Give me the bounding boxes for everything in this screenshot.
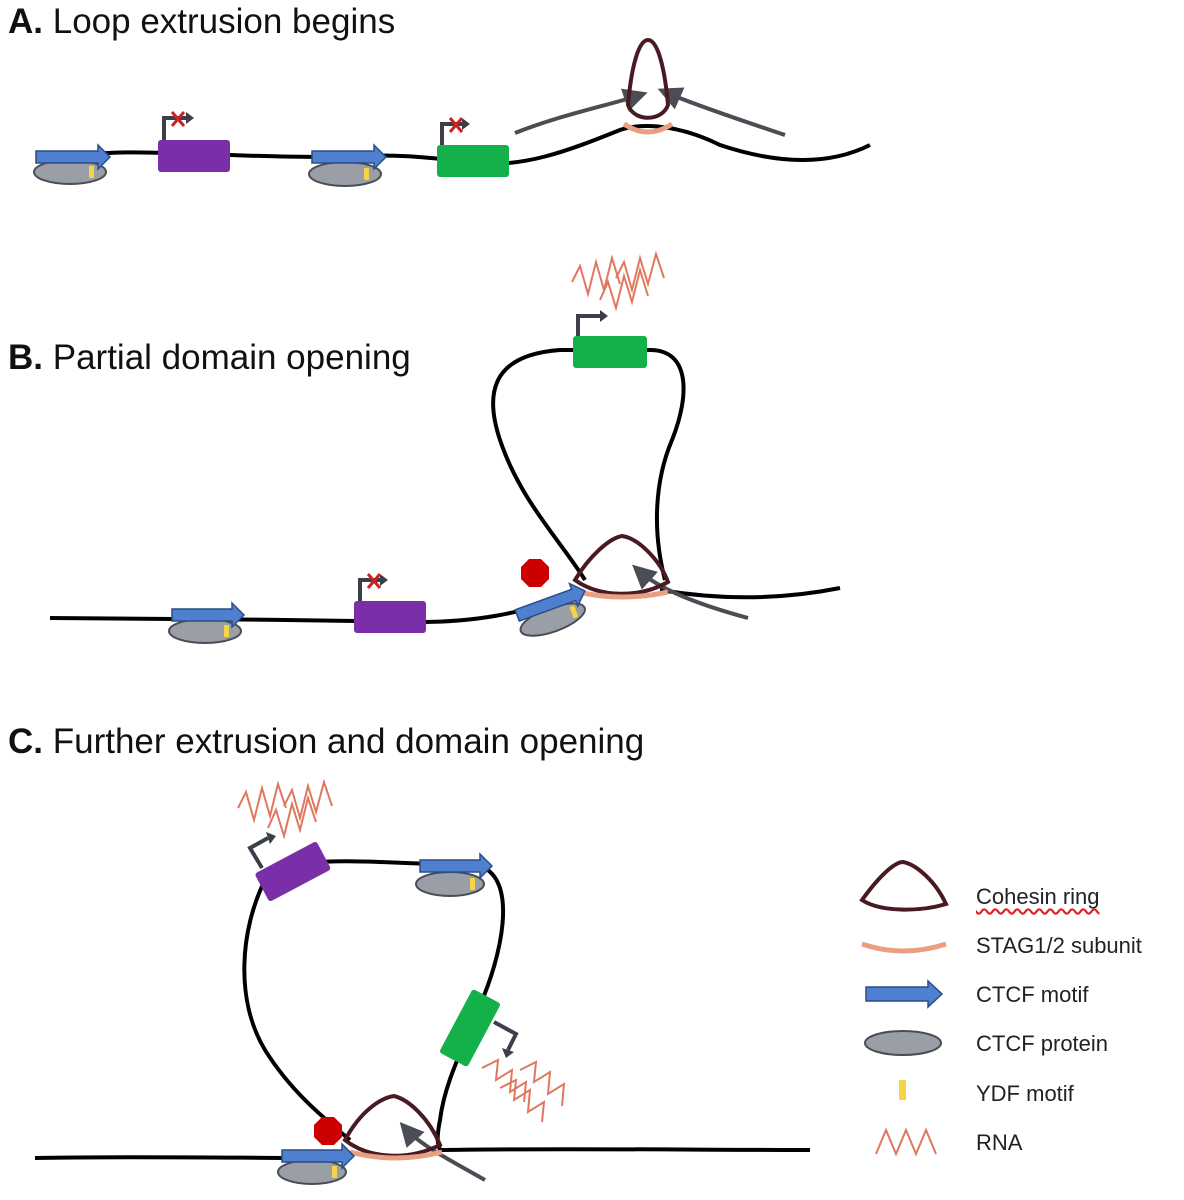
ydf-motif [224,625,229,637]
dna-strand [34,1155,321,1160]
stag-subunit [622,121,674,135]
rna-icon [519,1060,566,1107]
gene-green [573,336,647,368]
ctcf-protein [168,618,242,644]
ctcf-motif-arrow [419,852,494,880]
legend-stag-symbol [861,941,947,954]
panel-c [34,778,811,1185]
ydf-motif [364,168,369,180]
rna-icon [599,266,649,312]
transcription-blocked-icon [366,573,382,589]
rna-icon [237,780,287,824]
legend-cohesin-symbol [859,859,949,912]
ctcf-motif-arrow [311,143,388,171]
rna-icon [283,778,333,822]
panel-a-title: A. Loop extrusion begins [8,2,396,41]
gene-green [437,145,509,177]
dna-strand [659,586,841,600]
ctcf-motif-arrow [281,1142,356,1170]
legend-label-ydf: YDF motif [976,1081,1074,1106]
extruded-strand-right [657,87,786,137]
stag-subunit [349,1149,443,1161]
legend-ctcf-protein-symbol [864,1030,942,1056]
legend-label-cohesin: Cohesin ring [976,884,1100,909]
ctcf-protein [308,161,382,187]
panel-b-title: B. Partial domain opening [8,338,411,377]
legend-label-ctcf-protein: CTCF protein [976,1031,1109,1056]
gene-green [440,989,500,1067]
legend [859,859,949,1157]
promoter-arrow [576,314,600,336]
ydf-motif [332,1166,337,1178]
extruded-loop [491,348,686,582]
legend-label-ctcf-motif: CTCF motif [976,982,1089,1007]
ctcf-motif-arrow [35,143,112,171]
cohesin-ring [342,1093,443,1158]
ydf-motif [470,878,475,890]
transcription-blocked-icon [170,111,186,127]
stop-icon [314,1117,342,1145]
gene-purple [354,601,426,633]
cohesin-ring [625,37,671,120]
legend-label-rna: RNA [976,1130,1023,1155]
rna-icon [481,1058,528,1103]
legend-label-stag: STAG1/2 subunit [976,933,1142,958]
legend-rna-symbol [875,1127,937,1157]
transcription-blocked-icon [448,117,464,133]
ydf-motif [89,166,94,178]
legend-ydf-symbol [899,1080,906,1100]
rna-icon [571,254,621,298]
ctcf-motif-arrow [171,601,246,629]
legend-ctcf-motif-symbol [865,979,944,1009]
ctcf-motif-arrow [514,582,586,623]
gene-purple [255,842,331,902]
panel-a [33,37,871,187]
stop-icon [521,559,549,587]
panel-c-title: C. Further extrusion and domain opening [8,722,645,761]
panel-b [49,250,841,644]
rna-icon [615,250,665,294]
extruded-loop [242,859,506,1151]
dna-strand [439,1147,811,1152]
ydf-motif [569,605,579,619]
gene-purple [158,140,230,172]
promoter-arrow [247,836,269,870]
rna-icon [499,1078,546,1123]
stag-subunit [577,589,669,600]
promoter-arrow [493,1020,519,1051]
dna-strand [49,598,561,625]
extruded-strand [632,564,749,620]
cohesin-ring [572,533,671,596]
extruded-strand-left [514,88,648,135]
rna-icon [267,794,317,840]
